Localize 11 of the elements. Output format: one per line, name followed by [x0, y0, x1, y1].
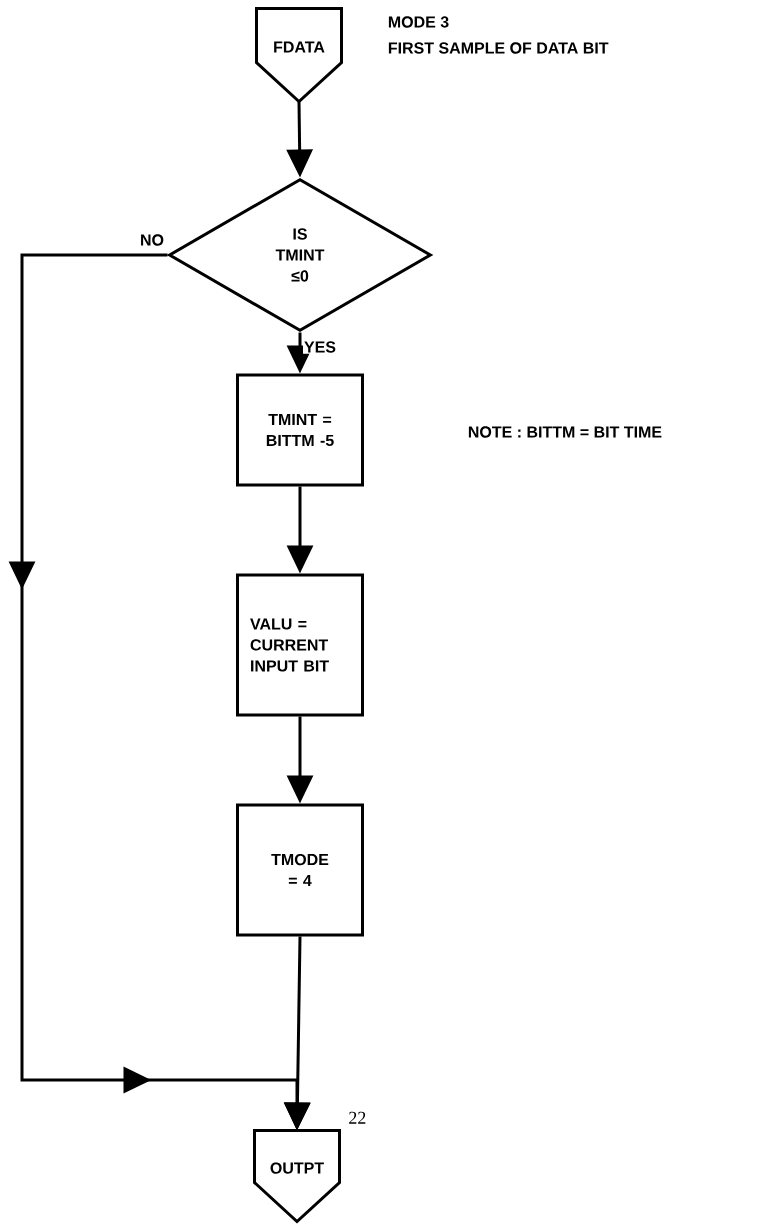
edge-label: NO [139, 233, 165, 247]
offpage-connector: OUTPT [253, 1129, 341, 1224]
note-text: FIRST SAMPLE OF DATA BIT [388, 42, 609, 54]
callout-number: 22 [349, 1111, 366, 1124]
process-box: VALU = CURRENT INPUT BIT [236, 573, 364, 717]
note-text: NOTE : BITTM = BIT TIME [468, 426, 662, 438]
offpage-connector: FDATA [255, 7, 343, 104]
process-box: TMINT = BITTM -5 [236, 373, 364, 487]
note-text: MODE 3 [388, 16, 449, 28]
edge-label: YES [303, 340, 337, 354]
process-box: TMODE = 4 [236, 803, 364, 937]
